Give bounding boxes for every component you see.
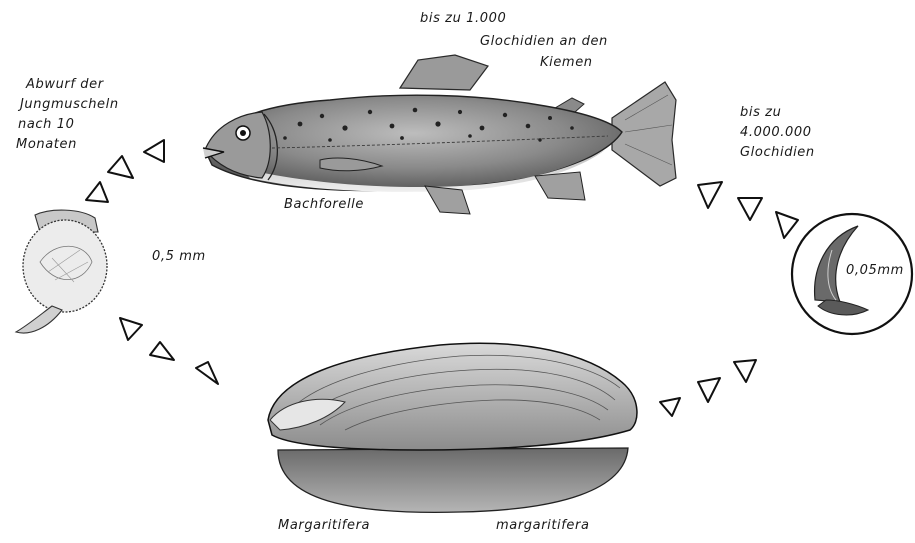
fish-count-line3: Kiemen — [540, 54, 593, 71]
triangle-arrow-icon — [776, 212, 798, 238]
triangle-arrow-icon — [698, 378, 720, 402]
fish-name: Bachforelle — [284, 196, 364, 213]
triangle-arrow-icon — [120, 318, 142, 340]
drop-line3: nach 10 — [18, 116, 74, 133]
fish-count-line1: bis zu 1.000 — [420, 10, 506, 27]
triangle-arrow-icon — [196, 362, 218, 384]
drop-line1: Abwurf der — [26, 76, 104, 93]
mussel-drawing-icon — [268, 343, 637, 512]
triangle-arrow-icon — [150, 342, 174, 360]
mussel-name-species: margaritifera — [496, 517, 590, 534]
juvenile-mussel-drawing-icon — [16, 210, 107, 333]
glochidia-line1: bis zu — [740, 104, 781, 121]
triangle-arrow-icon — [734, 360, 756, 382]
glochidium-size: 0,05mm — [846, 262, 904, 279]
glochidia-line3: Glochidien — [740, 144, 815, 161]
glochidia-line2: 4.000.000 — [740, 124, 812, 141]
drop-line4: Monaten — [16, 136, 77, 153]
triangle-arrow-icon — [86, 182, 108, 202]
trout-drawing-icon — [203, 55, 676, 214]
triangle-arrow-icon — [698, 182, 722, 208]
triangle-arrow-icon — [660, 398, 680, 416]
mussel-name-genus: Margaritifera — [278, 517, 370, 534]
drop-line2: Jungmuscheln — [20, 96, 119, 113]
juvenile-size: 0,5 mm — [152, 248, 206, 265]
triangle-arrow-icon — [108, 156, 133, 178]
triangle-arrow-icon — [144, 140, 164, 162]
fish-count-line2: Glochidien an den — [480, 33, 608, 50]
triangle-arrow-icon — [738, 198, 762, 220]
